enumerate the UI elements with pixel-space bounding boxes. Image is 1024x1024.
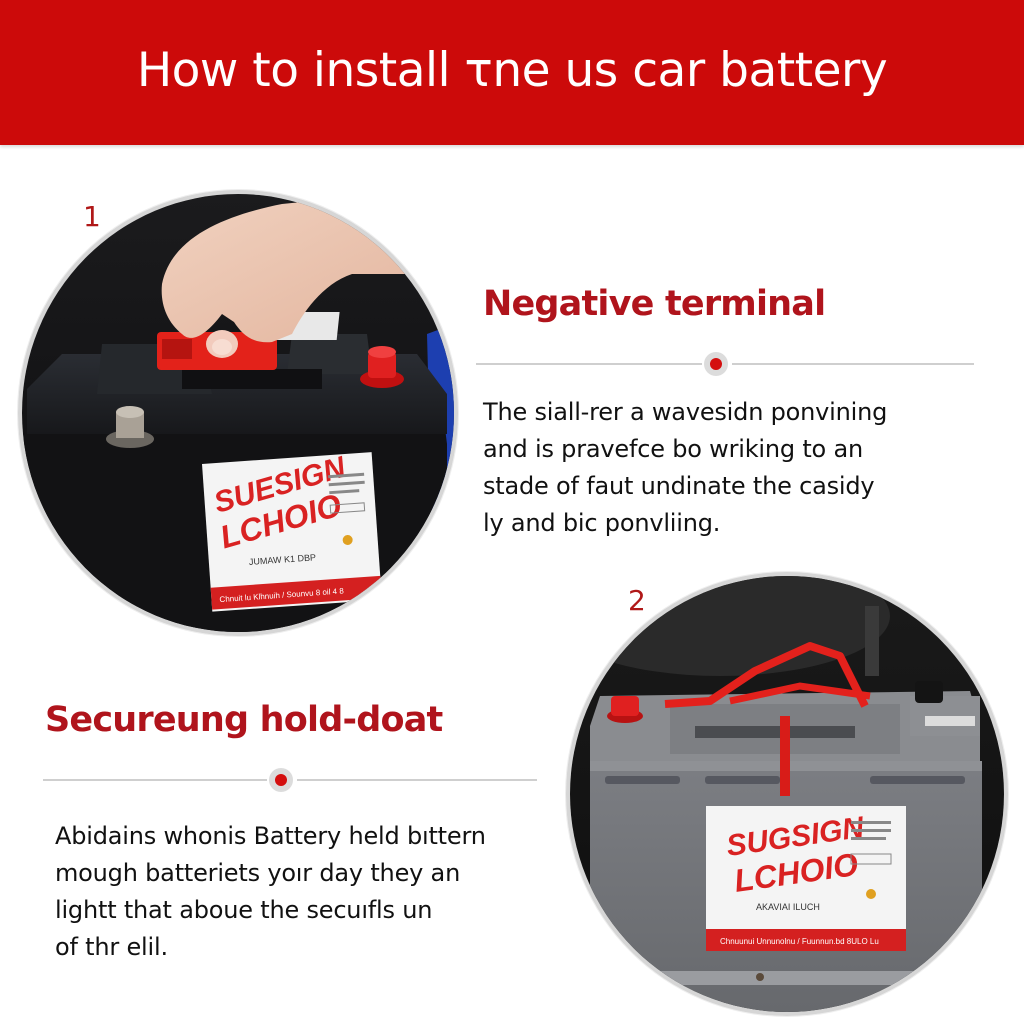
section-2-body: Abidains whonis Battery held bıttern mou… xyxy=(55,818,486,966)
divider-dot-icon xyxy=(704,352,728,376)
section-2-line-1: Abidains whonis Battery held bıttern xyxy=(55,822,486,850)
step-1-image: SUESIGN LCHOIO JUMAW K1 DBP Chnuit lu Kl… xyxy=(18,190,458,636)
section-2-line-2: mough batteriets yoır day they an xyxy=(55,859,461,887)
battery-black-illustration: SUESIGN LCHOIO JUMAW K1 DBP Chnuit lu Kl… xyxy=(22,194,454,632)
divider-line-right xyxy=(297,779,537,781)
divider-line-left xyxy=(43,779,267,781)
section-1-line-4: ly and bic ponvliing. xyxy=(483,509,721,537)
section-2-line-4: of thr elil. xyxy=(55,933,168,961)
step-2-label-footer: Chnuunui Unnunolnu / Fuunnun.bd 8ULO Lu xyxy=(720,937,879,946)
battery-grey-illustration: SUGSIGN LCHOIO AKAVIAI ILUCH Chnuunui Un… xyxy=(570,576,1004,1012)
section-1-line-2: and is pravefce bo wriking to an xyxy=(483,435,863,463)
section-2-divider xyxy=(43,768,537,792)
step-2-image: SUGSIGN LCHOIO AKAVIAI ILUCH Chnuunui Un… xyxy=(566,572,1008,1016)
divider-line-right xyxy=(732,363,974,365)
divider-dot-icon xyxy=(269,768,293,792)
step-number-2: 2 xyxy=(628,584,646,617)
section-title-negative-terminal: Negative terminal xyxy=(483,284,826,324)
step-number-1: 1 xyxy=(83,200,101,233)
section-2-line-3: lightt that aboue the secuıfls un xyxy=(55,896,433,924)
step-2-label-subline: AKAVIAI ILUCH xyxy=(756,902,820,912)
divider-line-left xyxy=(476,363,702,365)
header-banner: How to install τne us car battery xyxy=(0,0,1024,145)
svg-text:JUMAW K1 DBP: JUMAW K1 DBP xyxy=(249,552,317,567)
section-1-line-1: The siall-rer a wavesidn ponvining xyxy=(483,398,888,426)
section-1-body: The siall-rer a wavesidn ponvining and i… xyxy=(483,394,887,542)
section-1-divider xyxy=(476,352,974,376)
page-title: How to install τne us car battery xyxy=(136,43,888,98)
section-title-securing-hold-down: Secureung hold-doat xyxy=(45,700,443,740)
section-1-line-3: stade of faut undinate the casidy xyxy=(483,472,875,500)
